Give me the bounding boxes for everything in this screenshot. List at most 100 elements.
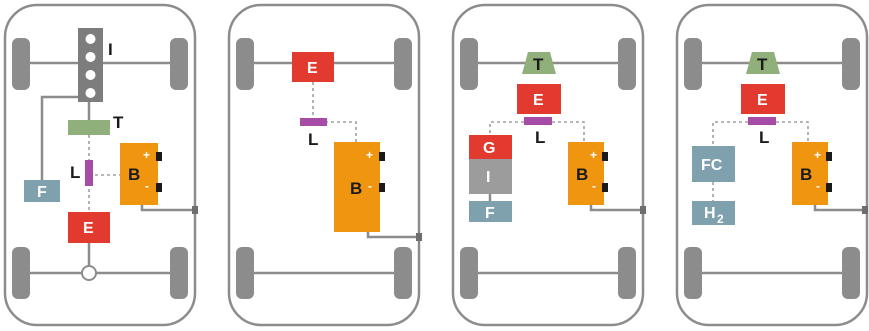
engine-label: E (83, 220, 94, 237)
wheel-rear-right (618, 247, 636, 299)
link-bar (748, 117, 776, 125)
car-body-outline (3, 3, 197, 327)
wheel-rear-left (12, 247, 30, 299)
link-bar (300, 118, 327, 126)
battery-label: B (350, 179, 362, 198)
battery-terminal-positive (379, 152, 385, 161)
battery-plus-sign: + (590, 148, 597, 162)
plug-icon (640, 206, 646, 214)
battery-terminal-negative (156, 183, 162, 192)
fuel-label: F (37, 184, 47, 201)
ice-label: I (108, 40, 113, 59)
wheel-front-left (684, 38, 702, 90)
battery-label: B (128, 165, 140, 184)
ice-label: I (486, 169, 490, 186)
dashed-link-battery (552, 121, 585, 142)
charging-cable (366, 232, 416, 239)
cylinder-icon (85, 52, 96, 62)
engine-label: E (533, 92, 544, 109)
wheel-rear-left (236, 247, 254, 299)
wheel-rear-right (170, 247, 188, 299)
link-label: L (70, 163, 80, 182)
battery-minus-sign: - (816, 179, 820, 193)
battery-minus-sign: - (592, 179, 596, 193)
wheel-front-right (842, 38, 860, 90)
link-bar (524, 117, 552, 125)
charging-cable (813, 205, 862, 212)
vehicle-panel-4: T E L FC H 2 + - B (675, 3, 869, 327)
cylinder-icon (85, 34, 96, 44)
hydrogen-subscript: 2 (717, 212, 724, 226)
plug-icon (862, 206, 868, 214)
wheel-rear-left (684, 247, 702, 299)
fuel-label: F (485, 205, 495, 222)
wheel-front-right (170, 38, 188, 90)
battery-plus-sign: + (814, 148, 821, 162)
battery-minus-sign: - (368, 179, 372, 193)
wheel-front-right (394, 38, 412, 90)
engine-label: E (307, 60, 318, 77)
vehicle-panel-3: T E L G I F + - B (451, 3, 646, 327)
car-body-outline (675, 3, 869, 327)
engine-block (68, 212, 110, 243)
differential-icon (81, 265, 97, 281)
link-label: L (308, 130, 318, 149)
generator-label: G (483, 140, 495, 157)
car-body-outline (227, 3, 421, 327)
engine-label: E (757, 92, 768, 109)
engine-block (517, 84, 561, 114)
battery-terminal-positive (602, 152, 608, 161)
transmission-label: T (113, 113, 124, 132)
engine-block (292, 52, 334, 82)
battery-terminal-negative (826, 183, 832, 192)
cylinder-icon (85, 70, 96, 80)
engine-block (741, 84, 785, 114)
battery-terminal-positive (156, 152, 162, 161)
charging-cable (589, 205, 640, 212)
vehicle-panel-1: I T L F + - B E (3, 3, 198, 327)
connector-ice-fuel (40, 95, 78, 180)
fuel-tank-block (24, 180, 60, 202)
battery-plus-sign: + (366, 148, 373, 162)
wheel-front-left (12, 38, 30, 90)
transmission-block (522, 52, 556, 74)
transmission-block (68, 120, 110, 135)
transmission-label: T (533, 55, 544, 74)
dashed-link-fuel-cell (712, 121, 748, 146)
transmission-block (746, 52, 780, 74)
wheel-rear-right (842, 247, 860, 299)
charging-cable (140, 205, 192, 212)
wheel-front-left (460, 38, 478, 90)
battery-label: B (576, 165, 588, 184)
fuel-tank-block (469, 201, 512, 222)
ice-engine-block (469, 159, 512, 194)
link-label: L (535, 128, 545, 147)
battery-block (792, 142, 828, 205)
dashed-link-generator (489, 121, 524, 135)
battery-plus-sign: + (143, 148, 150, 162)
dashed-link-battery (776, 121, 809, 142)
fuel-cell-label: FC (701, 157, 723, 174)
hydrogen-tank-block (692, 201, 735, 225)
generator-block (469, 135, 512, 159)
battery-minus-sign: - (145, 179, 149, 193)
battery-terminal-negative (602, 183, 608, 192)
wheel-front-right (618, 38, 636, 90)
battery-terminal-positive (826, 152, 832, 161)
fuel-cell-block (692, 146, 735, 182)
wheel-rear-right (394, 247, 412, 299)
transmission-label: T (757, 55, 768, 74)
plug-icon (416, 233, 422, 241)
link-label: L (759, 128, 769, 147)
cylinder-icon (85, 88, 96, 98)
battery-block (568, 142, 604, 205)
wheel-rear-left (460, 247, 478, 299)
battery-label: B (800, 165, 812, 184)
link-bar (85, 160, 93, 186)
wheel-front-left (236, 38, 254, 90)
battery-terminal-negative (379, 183, 385, 192)
hydrogen-label: H (704, 205, 716, 222)
car-body-outline (451, 3, 645, 327)
vehicle-panel-2: E L + - B (227, 3, 422, 327)
